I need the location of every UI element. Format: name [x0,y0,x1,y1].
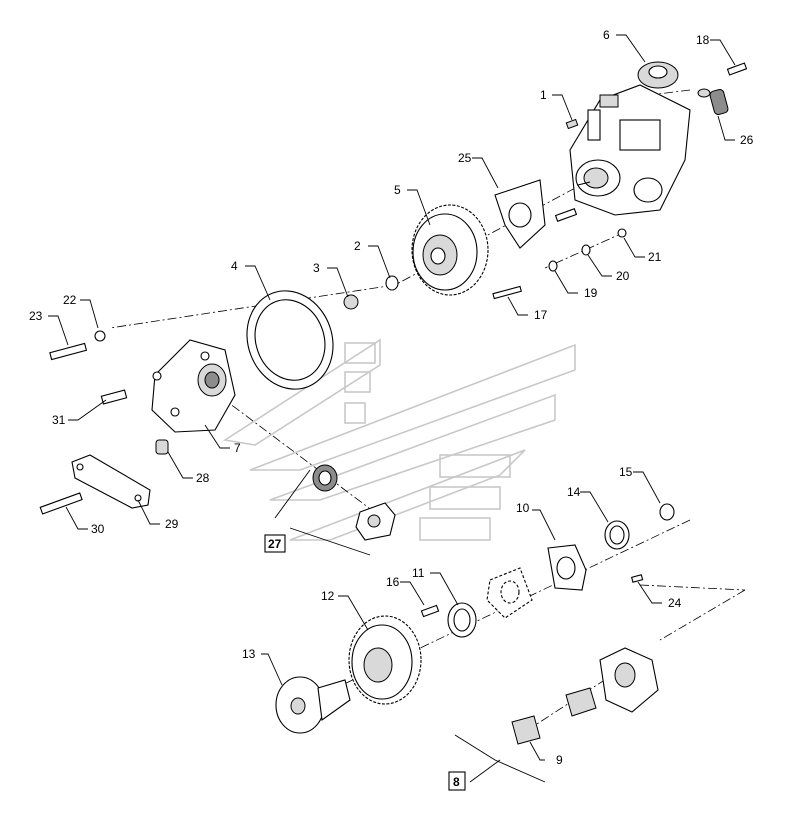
callout-27: 27 [268,537,282,551]
bushing-upper [565,687,597,717]
cover-bolt [49,330,106,361]
triangular-gasket [494,179,546,249]
callout-1: 1 [540,88,547,102]
oil-seal [312,464,396,541]
callout-25: 25 [458,151,472,165]
callout-13: 13 [242,647,256,661]
callout-9: 9 [556,753,563,767]
callout-12: 12 [321,589,335,603]
callout-30: 30 [91,522,105,536]
stud-short [554,208,578,222]
callout-8-box [448,771,466,791]
spacer [155,439,169,455]
callout-14: 14 [567,485,581,499]
gear-cover [151,339,236,433]
callout-10: 10 [516,501,530,515]
dashed-gasket [486,567,533,619]
housing [599,647,659,713]
callout-19: 19 [584,286,598,300]
callout-8: 8 [453,775,460,789]
callout-18: 18 [696,33,710,47]
idler-gear [348,615,422,705]
gear-bolt [420,604,440,618]
callout-28: 28 [196,471,210,485]
flange-plate [547,544,587,591]
callout-20: 20 [616,269,630,283]
callout-17: 17 [534,308,548,322]
callout-23: 23 [29,309,43,323]
callout-15: 15 [619,465,633,479]
leader-lines [48,34,736,783]
banjo-bolt [697,62,748,116]
washers-right [492,228,627,300]
callout-24: 24 [668,596,682,610]
callout-11: 11 [412,566,425,580]
circlip [604,503,675,550]
callout-6: 6 [603,28,610,42]
callout-29: 29 [165,517,179,531]
callout-16: 16 [386,575,400,589]
callout-7: 7 [234,441,241,455]
callout-2: 2 [354,239,361,253]
bushing-lower [511,715,541,745]
callout-5: 5 [394,183,401,197]
washer-nut [343,275,399,310]
pin [565,118,579,130]
long-bolt [39,492,83,515]
watermark [222,338,576,541]
callout-26: 26 [740,133,754,147]
callout-22: 22 [63,293,77,307]
dowel-pin [630,574,644,583]
callout-21: 21 [648,250,662,264]
drive-gear [411,204,489,296]
cover-gasket [246,290,334,390]
callout-3: 3 [313,261,320,275]
thrust-washer [447,602,477,638]
callout-27-box [264,534,286,553]
cover-screw [100,389,128,405]
callout-31: 31 [52,413,66,427]
bracket [71,454,151,509]
injection-pump [569,61,691,216]
hub-shaft [275,676,351,734]
callout-4: 4 [231,259,238,273]
callout-labels: 1 2 3 4 5 6 7 8 9 10 11 12 13 14 15 16 1… [29,28,754,791]
